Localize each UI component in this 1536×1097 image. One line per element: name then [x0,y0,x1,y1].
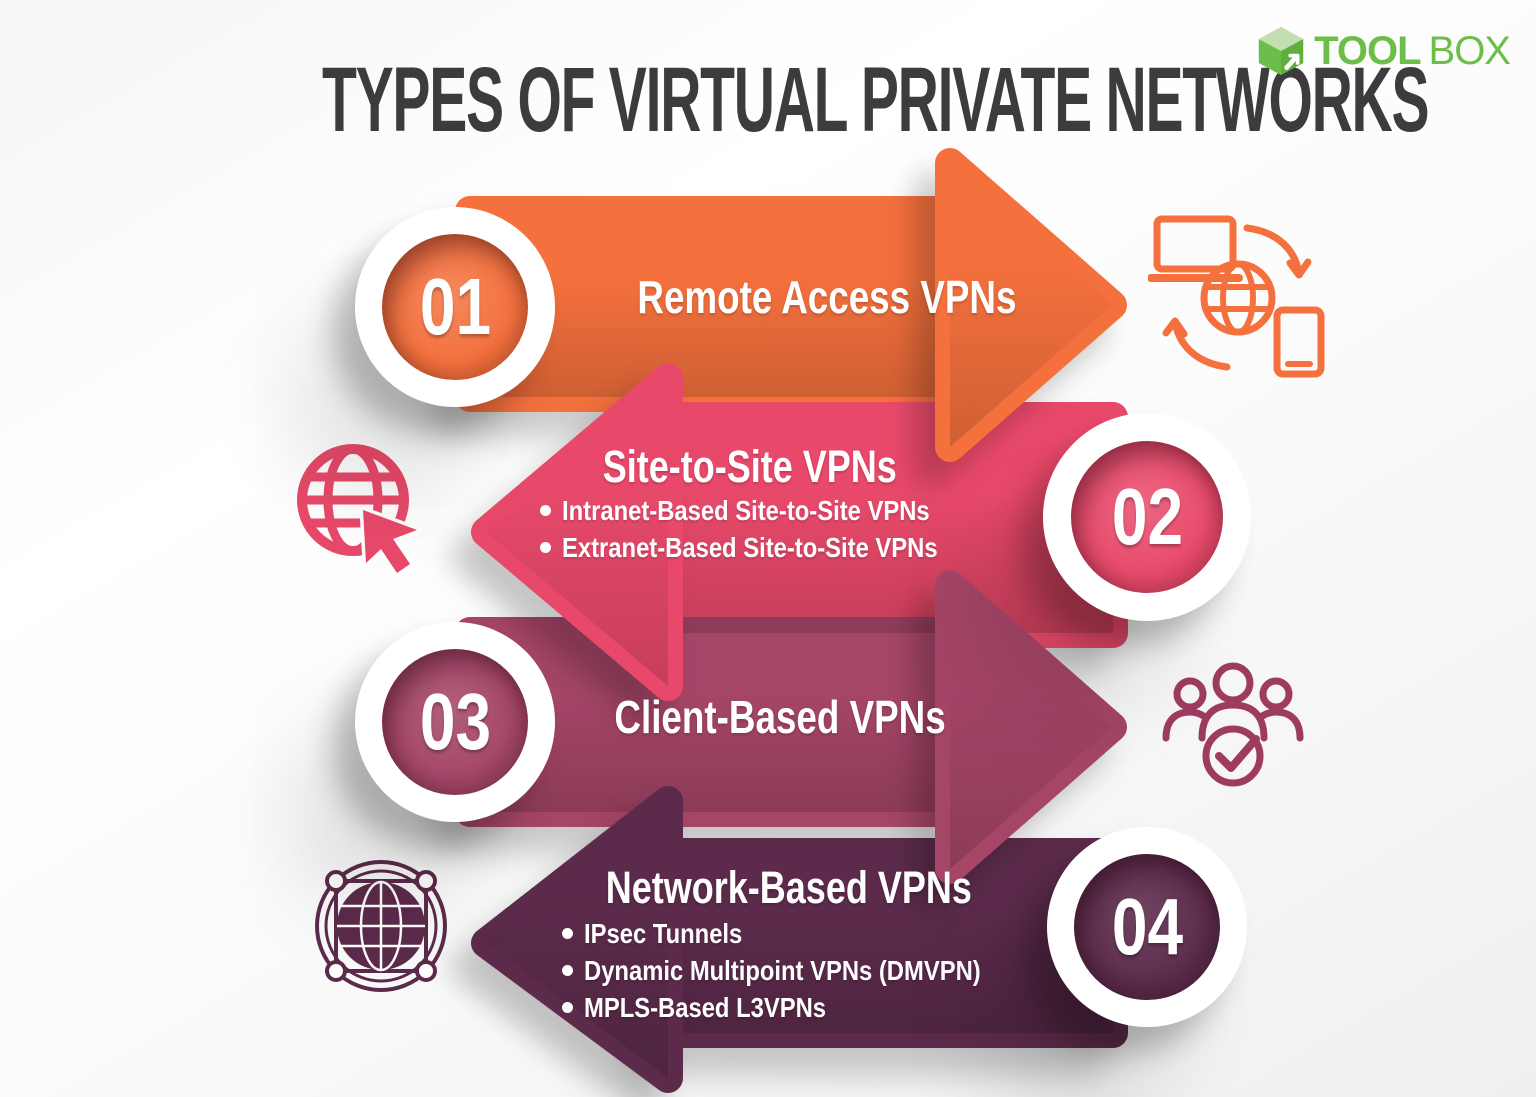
step-02-label-text: Site-to-Site VPNs [602,441,898,492]
step-01-label-text: Remote Access VPNs [637,271,1017,323]
step-01-badge: 01 [355,207,555,407]
bullet-item: Dynamic Multipoint VPNs (DMVPN) [562,952,1051,989]
bullet-item: Intranet-Based Site-to-Site VPNs [540,492,1004,529]
devices-globe-sync-icon [1147,212,1326,385]
step-04-label-text: Network-Based VPNs [605,862,972,913]
toolbox-cube-icon [1258,26,1304,76]
step-04-label: Network-Based VPNs [560,862,972,914]
step-03-label: Client-Based VPNs [573,690,963,744]
step-02-label: Site-to-Site VPNs [555,441,945,493]
step-03-badge-inner: 03 [382,649,528,795]
step-04-bullets: IPsec Tunnels Dynamic Multipoint VPNs (D… [562,915,1051,1026]
step-01-label: Remote Access VPNs [590,270,1016,324]
page-title-text: TYPES OF VIRTUAL PRIVATE NETWORKS [322,49,1430,151]
bullet-text: MPLS-Based L3VPNs [584,991,827,1023]
bullet-item: MPLS-Based L3VPNs [562,989,1051,1026]
bullet-dot [562,1002,573,1013]
bullet-text: Intranet-Based Site-to-Site VPNs [562,494,930,526]
bullet-dot [562,965,573,976]
step-04-number: 04 [1111,882,1183,971]
bullet-item: Extranet-Based Site-to-Site VPNs [540,529,1004,566]
network-globe-icon [308,852,458,1009]
bullet-text: Extranet-Based Site-to-Site VPNs [562,531,938,563]
step-02-number: 02 [1111,472,1183,561]
step-02-badge: 02 [1043,413,1251,621]
step-03-label-text: Client-Based VPNs [614,691,946,743]
bullet-item: IPsec Tunnels [562,915,1051,952]
bullet-dot [562,928,573,939]
team-check-icon [1158,654,1308,799]
step-02-bullets: Intranet-Based Site-to-Site VPNs Extrane… [540,492,1004,566]
step-04-badge-inner: 04 [1074,854,1220,1000]
step-02-badge-inner: 02 [1071,441,1223,593]
logo-word-light: BOX [1428,28,1511,73]
step-03-badge: 03 [355,622,555,822]
step-04-badge: 04 [1047,827,1247,1027]
bullet-dot [540,542,551,553]
logo-word-bold: TOOL [1314,28,1421,73]
step-01-number: 01 [419,262,491,351]
bullet-dot [540,505,551,516]
page-title: TYPES OF VIRTUAL PRIVATE NETWORKS [0,48,1536,153]
bullet-text: Dynamic Multipoint VPNs (DMVPN) [584,954,981,986]
step-03-number: 03 [419,677,491,766]
globe-cursor-icon [293,438,431,595]
bullet-text: IPsec Tunnels [584,917,743,949]
step-01-badge-inner: 01 [382,234,528,380]
